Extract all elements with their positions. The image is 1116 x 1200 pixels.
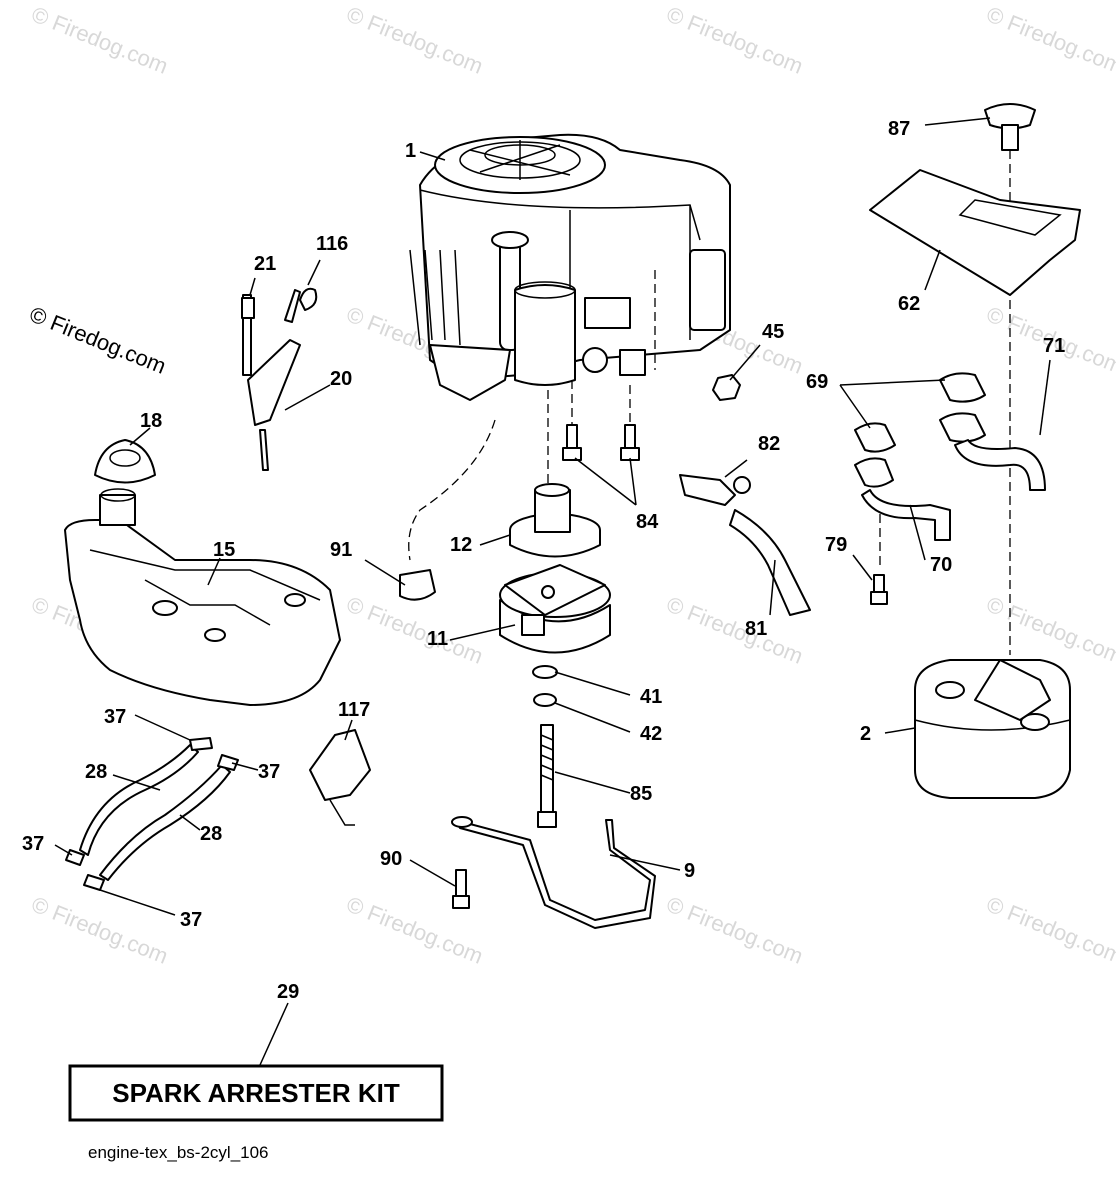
callout-69: 69 — [806, 371, 828, 393]
fuel-tank-part — [64, 488, 341, 706]
callout-12: 12 — [450, 534, 472, 556]
callout-82: 82 — [758, 433, 780, 455]
callout-116: 116 — [316, 233, 348, 255]
heat-shield-part — [869, 169, 1081, 296]
muffler-part — [914, 659, 1071, 799]
callout-37-left: 37 — [22, 833, 44, 855]
callout-15: 15 — [213, 539, 235, 561]
spark-arrester-kit-label: SPARK ARRESTER KIT — [112, 1078, 400, 1108]
fuel-filter-part — [309, 729, 371, 801]
watermark: © Firedog.com — [983, 891, 1116, 968]
callout-79: 79 — [825, 534, 847, 556]
callout-37-right: 37 — [258, 761, 280, 783]
spark-arrester-kit-box — [68, 1064, 444, 1122]
callout-62: 62 — [898, 293, 920, 315]
watermark: © Firedog.com — [663, 891, 806, 968]
callout-85: 85 — [630, 783, 652, 805]
callout-18: 18 — [140, 410, 162, 432]
callout-70: 70 — [930, 554, 952, 576]
callout-29: 29 — [277, 981, 299, 1003]
bracket-part — [454, 819, 656, 929]
washer-part — [533, 693, 557, 707]
callout-2: 2 — [860, 723, 871, 745]
pulley-part — [509, 483, 601, 558]
callout-37-top: 37 — [104, 706, 126, 728]
nut-part — [712, 374, 741, 401]
knob-part — [984, 103, 1036, 151]
clutch-part — [499, 564, 611, 654]
callout-21: 21 — [254, 253, 276, 275]
callout-41: 41 — [640, 686, 662, 708]
watermark: © Firedog.com — [983, 1, 1116, 78]
engine-part — [409, 133, 731, 401]
washer-part — [532, 665, 558, 679]
bolt-part — [870, 574, 888, 605]
callout-45: 45 — [762, 321, 784, 343]
leader-lines — [54, 117, 1051, 1066]
watermark: © Firedog.com — [28, 1, 171, 78]
exhaust-pipe-part — [854, 372, 1046, 541]
callout-20: 20 — [330, 368, 352, 390]
callout-37-bottom: 37 — [180, 909, 202, 931]
callout-42: 42 — [640, 723, 662, 745]
callout-9: 9 — [684, 860, 695, 882]
watermark: © Firedog.com — [28, 891, 171, 968]
callout-81: 81 — [745, 618, 767, 640]
long-bolt-part — [537, 724, 557, 828]
watermark-dark: © Firedog.com — [26, 301, 169, 378]
callout-labels: 1 21 116 20 45 87 62 71 69 18 82 84 12 1… — [22, 118, 1065, 1003]
callout-28-right: 28 — [200, 823, 222, 845]
fuel-line-part — [65, 737, 239, 891]
throttle-part — [241, 287, 318, 471]
bolt-part — [452, 869, 470, 909]
callout-1: 1 — [405, 140, 416, 162]
hose-part — [679, 474, 811, 616]
watermark: © Firedog.com — [343, 1, 486, 78]
diagram-code: engine-tex_bs-2cyl_106 — [88, 1143, 269, 1162]
callout-91: 91 — [330, 539, 352, 561]
bolt-part — [562, 424, 640, 461]
bushing-part — [399, 569, 436, 601]
callout-87: 87 — [888, 118, 910, 140]
watermark: © Firedog.com — [343, 591, 486, 668]
callout-28-left: 28 — [85, 761, 107, 783]
callout-117: 117 — [338, 699, 370, 721]
watermark: © Firedog.com — [983, 591, 1116, 668]
callout-71: 71 — [1043, 335, 1065, 357]
callout-90: 90 — [380, 848, 402, 870]
watermark: © Firedog.com — [663, 1, 806, 78]
callout-84: 84 — [636, 511, 659, 533]
fuel-cap-part — [94, 439, 156, 484]
callout-11: 11 — [427, 628, 448, 650]
